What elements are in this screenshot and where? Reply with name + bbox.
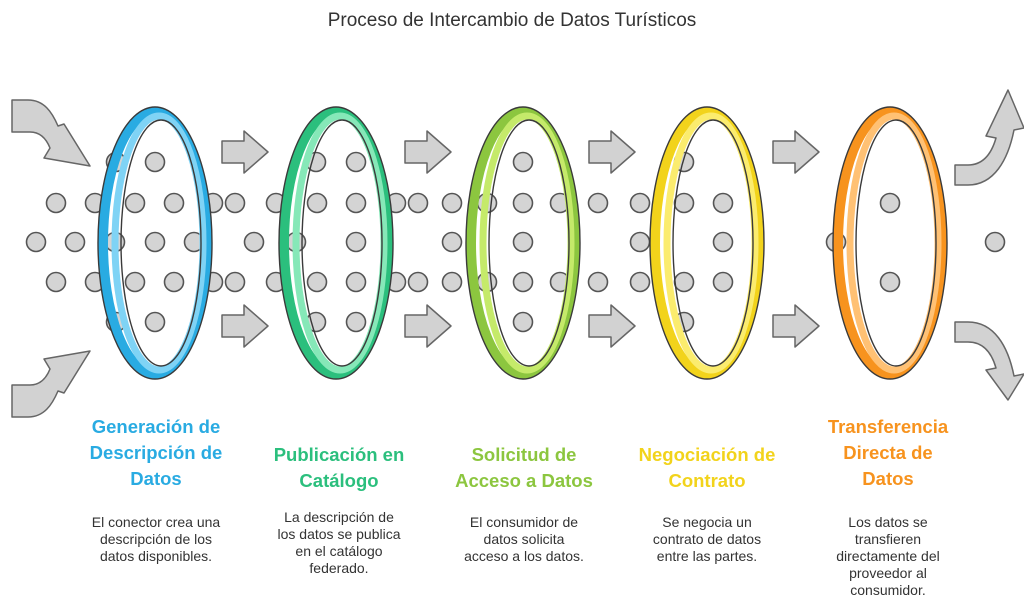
right-arrow-icon <box>404 304 452 348</box>
stage-4-title: Negociación de Contrato <box>638 444 776 491</box>
stage-1-ring <box>97 106 213 380</box>
stage-5-ring <box>832 106 948 380</box>
stage-2-ring <box>278 106 394 380</box>
dot-icon <box>345 151 367 173</box>
right-arrow-icon <box>404 130 452 174</box>
stage-3-description: El consumidor de datos solicita acceso a… <box>464 514 584 564</box>
dot-icon <box>243 231 265 253</box>
dot-icon <box>587 192 609 214</box>
dot-icon <box>144 311 166 333</box>
stage-1-description: El conector crea una descripción de los … <box>91 514 221 564</box>
dot-icon <box>512 192 534 214</box>
dot-icon <box>441 231 463 253</box>
dot-icon <box>673 192 695 214</box>
stage-4-ring <box>649 106 765 380</box>
dot-icon <box>345 231 367 253</box>
dot-icon <box>629 271 651 293</box>
dot-icon <box>441 192 463 214</box>
right-arrow-icon <box>588 304 636 348</box>
stage-5-description: Los datos se transfieren directamente de… <box>836 514 940 598</box>
dot-icon <box>64 231 86 253</box>
dot-icon <box>441 271 463 293</box>
right-arrow-icon <box>772 304 820 348</box>
dot-icon <box>407 192 429 214</box>
dot-icon <box>629 192 651 214</box>
right-arrow-icon <box>221 304 269 348</box>
dot-icon <box>984 231 1006 253</box>
dot-icon <box>45 192 67 214</box>
stage-3-title: Solicitud de Acceso a Datos <box>455 444 593 491</box>
curved-input-arrow-icon <box>11 350 91 418</box>
dot-icon <box>673 271 695 293</box>
dot-icon <box>512 311 534 333</box>
curved-output-arrow-icon <box>954 321 1024 401</box>
dot-icon <box>25 231 47 253</box>
dot-icon <box>163 192 185 214</box>
dot-icon <box>306 271 328 293</box>
dot-icon <box>306 192 328 214</box>
dot-icon <box>512 151 534 173</box>
dot-icon <box>712 231 734 253</box>
dot-icon <box>512 271 534 293</box>
dot-icon <box>345 192 367 214</box>
stage-4-description: Se negocia un contrato de datos entre la… <box>652 514 762 564</box>
dot-icon <box>163 271 185 293</box>
dot-icon <box>224 192 246 214</box>
dot-icon <box>712 192 734 214</box>
right-arrow-icon <box>221 130 269 174</box>
diagram-title: Proceso de Intercambio de Datos Turístic… <box>327 10 697 31</box>
curved-output-arrow-icon <box>954 89 1024 186</box>
stage-3-ring <box>465 106 581 380</box>
stage-2-title: Publicación en Catálogo <box>273 444 405 491</box>
right-arrow-icon <box>772 130 820 174</box>
dot-icon <box>124 271 146 293</box>
right-arrow-icon <box>588 130 636 174</box>
stage-1-title: Generación de Descripción de Datos <box>89 416 223 489</box>
dot-icon <box>407 271 429 293</box>
dot-icon <box>345 311 367 333</box>
dot-icon <box>144 151 166 173</box>
dot-icon <box>712 271 734 293</box>
dot-icon <box>879 192 901 214</box>
curved-input-arrow-icon <box>11 99 91 167</box>
dot-icon <box>629 231 651 253</box>
dot-icon <box>879 271 901 293</box>
dot-icon <box>124 192 146 214</box>
stage-5-title: Transferencia Directa de Datos <box>827 416 949 489</box>
dot-icon <box>345 271 367 293</box>
dot-icon <box>45 271 67 293</box>
dot-icon <box>224 271 246 293</box>
dot-icon <box>587 271 609 293</box>
stage-2-description: La descripción de los datos se publica e… <box>277 509 401 576</box>
dot-icon <box>144 231 166 253</box>
dot-icon <box>512 231 534 253</box>
